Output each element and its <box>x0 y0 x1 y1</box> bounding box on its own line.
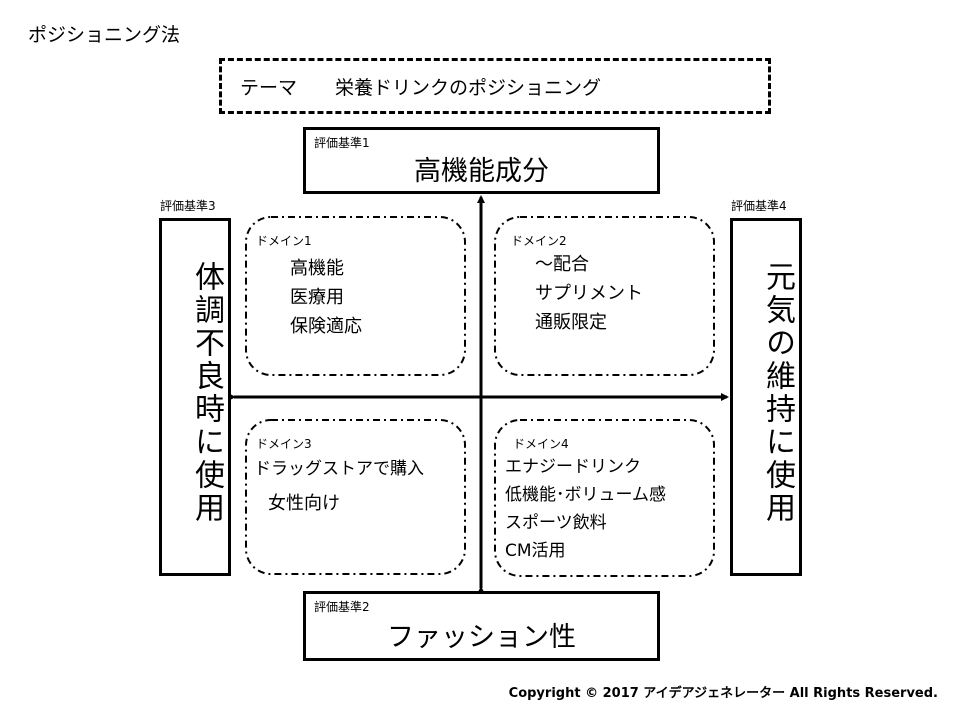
domain-1-item: 保険適応 <box>290 316 362 337</box>
domain-box-2 <box>494 216 715 376</box>
domain-2-label: ドメイン2 <box>511 234 567 248</box>
criterion-4-label: 評価基準4 <box>731 199 787 213</box>
domain-4-item: 低機能･ボリューム感 <box>505 485 666 505</box>
criterion-2-name: ファッション性 <box>387 622 576 653</box>
criterion-4-box: 元気の維持に使用 <box>730 218 802 576</box>
theme-value: 栄養ドリンクのポジショニング <box>335 77 602 99</box>
domain-2-item: サプリメント <box>535 283 643 304</box>
domain-4-item: エナジードリンク <box>505 457 641 477</box>
domain-1-label: ドメイン1 <box>256 234 312 248</box>
domain-3-item: ドラッグストアで購入 <box>254 459 424 479</box>
domain-4-item: CM活用 <box>505 541 566 561</box>
page-title: ポジショニング法 <box>28 24 181 46</box>
criterion-2-box: 評価基準2 ファッション性 <box>303 591 660 661</box>
domain-1-item: 医療用 <box>290 287 344 308</box>
criterion-1-name: 高機能成分 <box>414 156 549 187</box>
criterion-4-name: 元気の維持に使用 <box>760 261 795 525</box>
criterion-3-label: 評価基準3 <box>160 199 216 213</box>
criterion-2-label: 評価基準2 <box>314 600 370 614</box>
criterion-3-name: 体調不良時に使用 <box>189 261 224 525</box>
criterion-1-label: 評価基準1 <box>314 136 370 150</box>
domain-3-label: ドメイン3 <box>256 437 312 451</box>
theme-label: テーマ <box>240 77 298 99</box>
copyright: Copyright © 2017 アイデアジェネレーター All Rights … <box>508 686 938 701</box>
domain-4-item: スポーツ飲料 <box>505 513 607 533</box>
domain-box-1 <box>245 216 466 376</box>
domain-box-3 <box>245 419 466 575</box>
criterion-3-box: 体調不良時に使用 <box>159 218 231 576</box>
domain-1-item: 高機能 <box>290 258 344 279</box>
theme-box: テーマ 栄養ドリンクのポジショニング <box>219 58 771 114</box>
domain-box-4 <box>494 419 715 577</box>
criterion-1-box: 評価基準1 高機能成分 <box>303 127 660 194</box>
domain-3-item: 女性向け <box>268 493 340 514</box>
domain-2-item: 通販限定 <box>535 312 607 333</box>
domain-2-item: ～配合 <box>535 254 589 275</box>
domain-4-label: ドメイン4 <box>513 437 569 451</box>
